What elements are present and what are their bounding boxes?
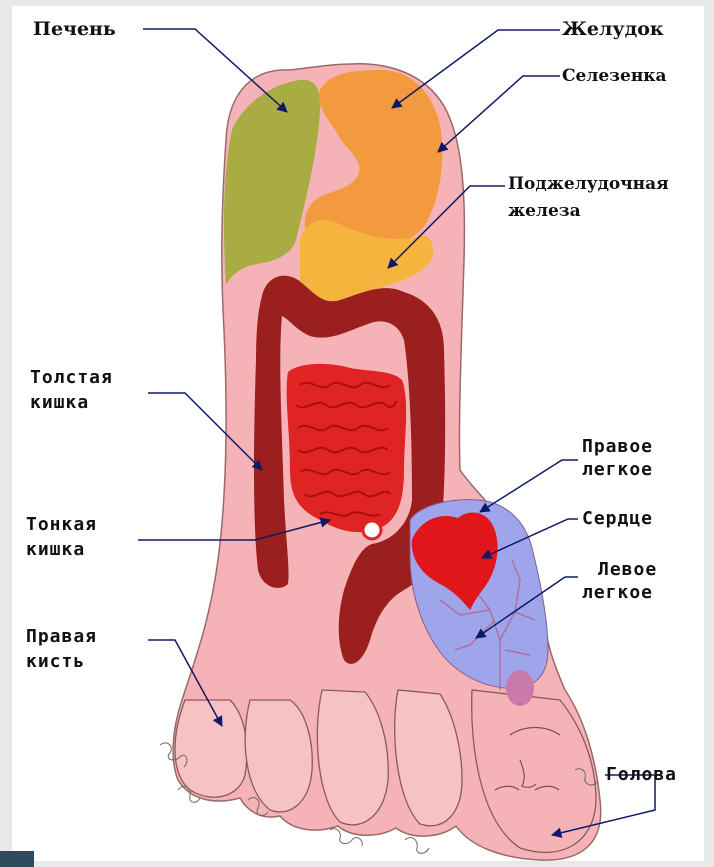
label-liver: Печень: [33, 18, 116, 40]
label-right-hand-line1: Правая: [26, 627, 97, 647]
label-colon-line1: Толстая: [30, 368, 113, 388]
label-left-lung-line2: легкое: [582, 583, 653, 603]
trachea-blob: [506, 670, 534, 706]
label-colon-line2: кишка: [30, 393, 89, 413]
label-left-lung-line1: Левое: [598, 560, 657, 580]
label-spleen: Селезенка: [562, 65, 667, 87]
label-right-lung-line1: Правое: [582, 437, 653, 457]
label-heart: Сердце: [582, 509, 653, 529]
label-small-intestine-line1: Тонкая: [26, 515, 97, 535]
label-right-hand-line2: кисть: [26, 652, 85, 672]
label-right-lung-line2: легкое: [582, 460, 653, 480]
label-head: Голова: [606, 765, 677, 785]
label-small-intestine-line2: кишка: [26, 540, 85, 560]
label-stomach: Желудок: [562, 18, 664, 40]
label-pancreas-line2: железа: [508, 200, 581, 222]
label-pancreas-line1: Поджелудочная: [508, 173, 669, 195]
